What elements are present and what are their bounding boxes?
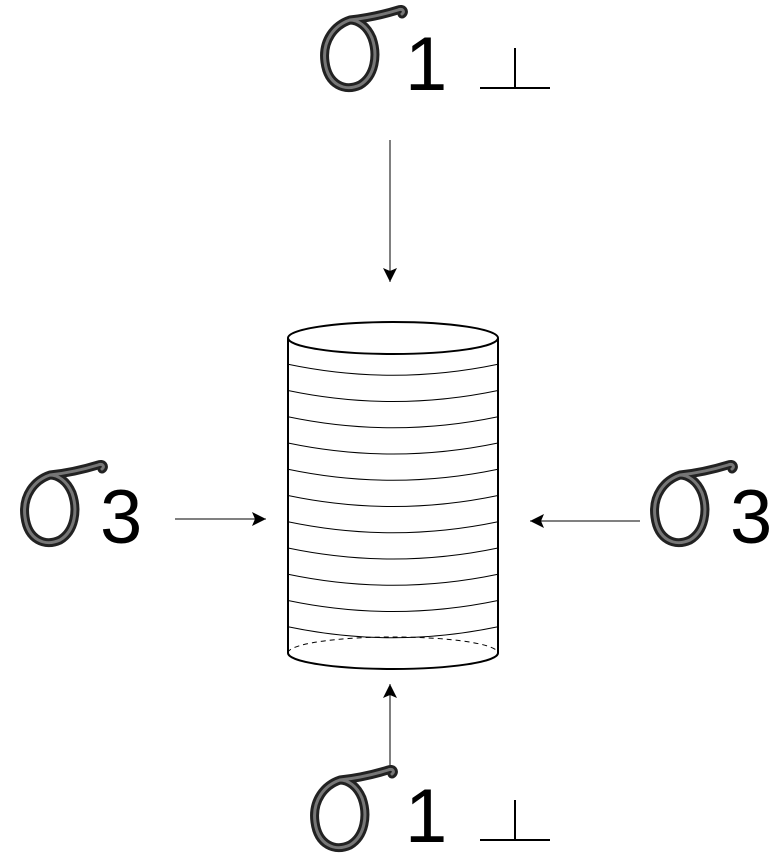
- layer-line: [287, 521, 499, 534]
- layer-line: [287, 495, 499, 507]
- perpendicular-symbol-bottom: [480, 800, 550, 841]
- sigma-glyph-right: [650, 460, 738, 548]
- layer-line: [287, 468, 499, 481]
- cylinder-bottom-back: [287, 636, 499, 654]
- layer-line: [287, 442, 499, 455]
- layer-line: [287, 416, 499, 429]
- sigma-glyph-left: [20, 460, 108, 548]
- label-index-left: 3: [100, 475, 142, 560]
- layer-line: [287, 363, 499, 376]
- sigma-glyph-bottom: [310, 765, 398, 853]
- cylinder-layers: [287, 363, 499, 639]
- layer-line: [287, 547, 499, 560]
- layer-line: [287, 626, 499, 639]
- perpendicular-symbol-top: [480, 48, 550, 89]
- label-sigma3-left: 3: [20, 460, 142, 560]
- layer-line: [287, 573, 499, 586]
- label-index-bottom: 1: [405, 774, 447, 856]
- label-index-right: 3: [730, 475, 772, 560]
- label-sigma1-top: 1: [320, 5, 550, 107]
- label-sigma3-right: 3: [650, 460, 772, 560]
- layer-line: [287, 600, 499, 612]
- cylinder-top-ellipse: [287, 321, 499, 355]
- layer-line: [287, 390, 499, 402]
- cylinder-bottom-front: [287, 652, 499, 670]
- label-index-top: 1: [405, 22, 447, 107]
- sigma-glyph-top: [320, 5, 408, 93]
- label-sigma1-bottom: 1: [310, 765, 550, 856]
- cylinder-sample: [287, 321, 499, 670]
